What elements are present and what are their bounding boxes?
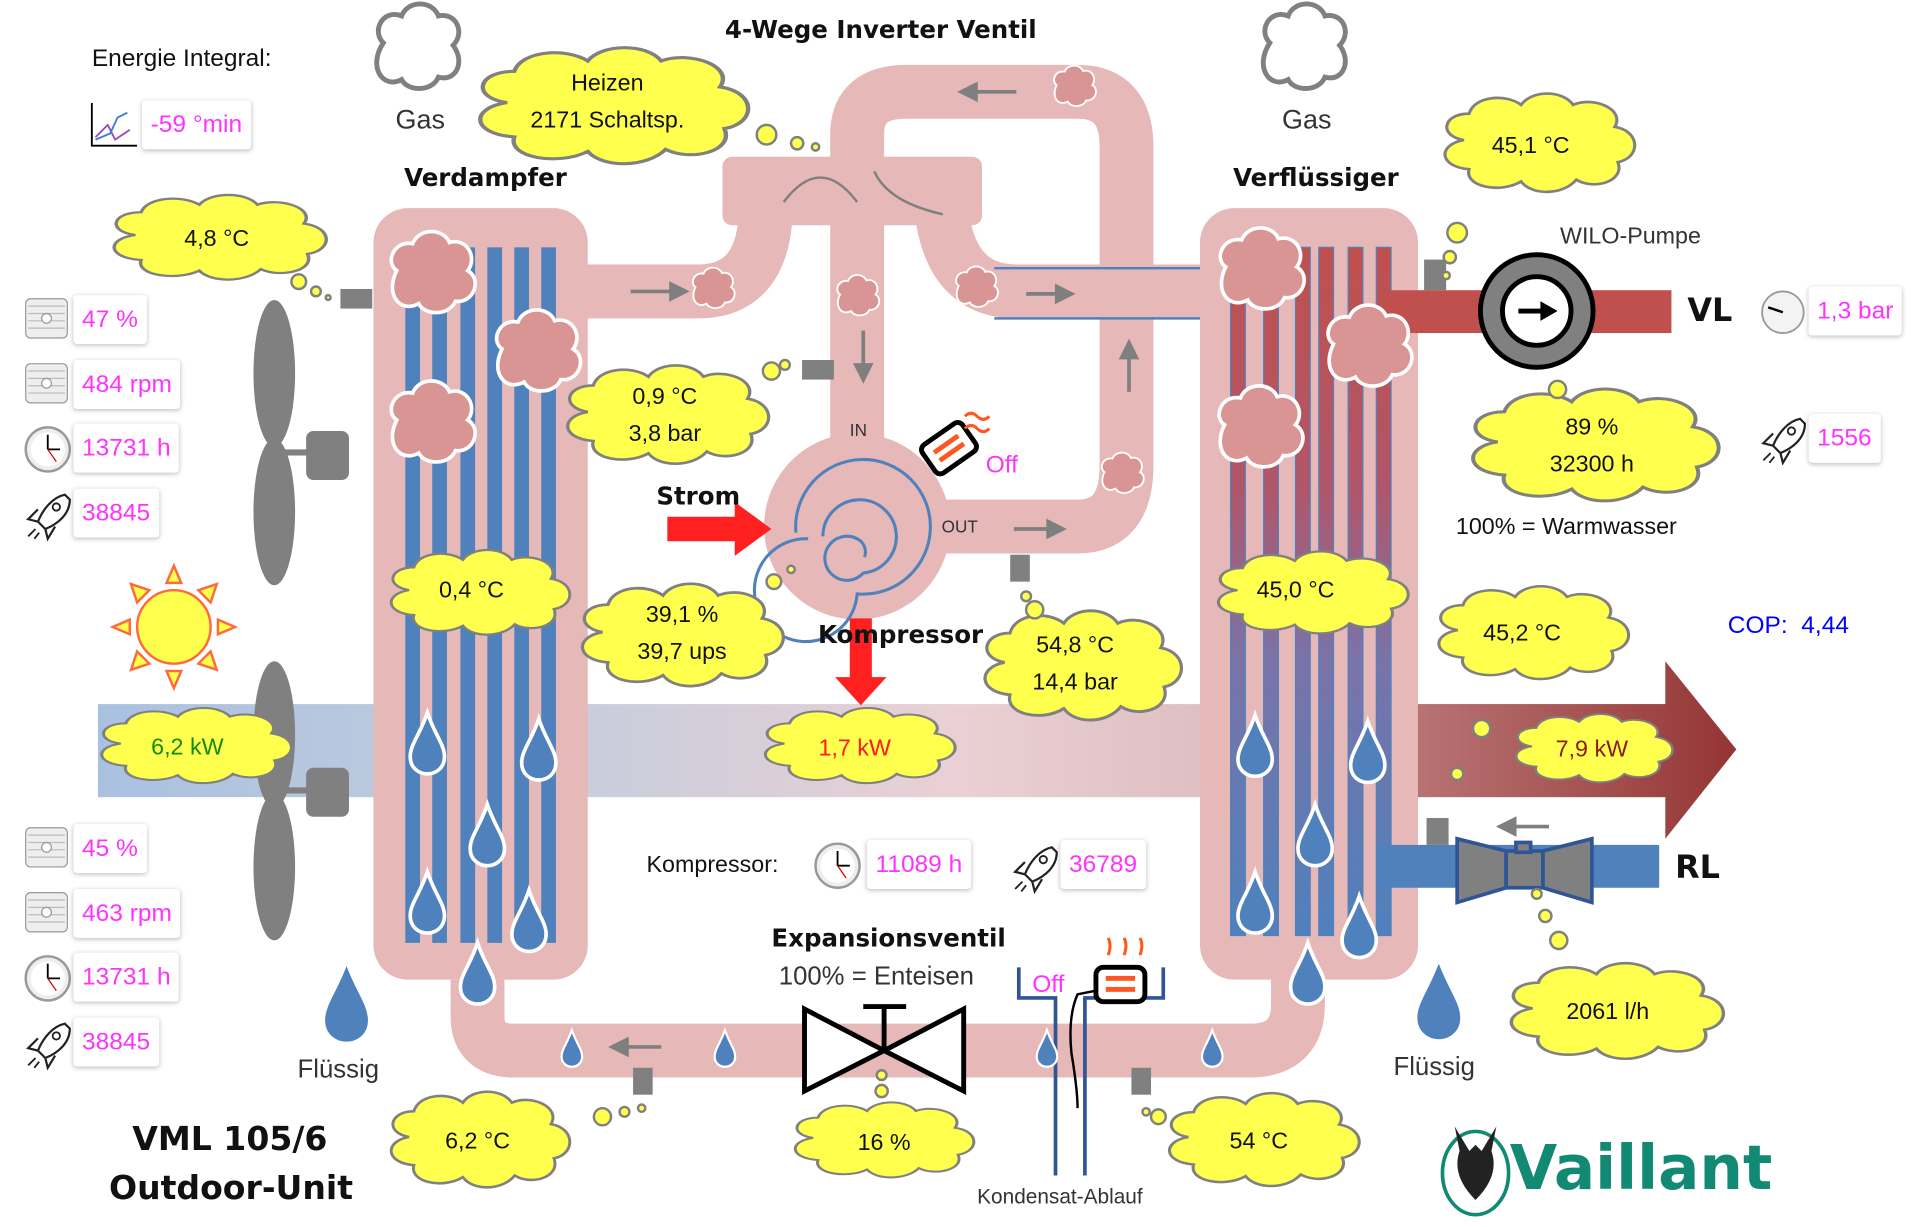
gas-cloud-icon-right bbox=[1263, 4, 1345, 89]
gas-cloud-icon-left bbox=[377, 4, 459, 89]
pump-title: WILO-Pumpe bbox=[1560, 224, 1701, 250]
chart-icon bbox=[90, 102, 138, 147]
energy-integral-value: -59 °min bbox=[142, 100, 251, 150]
cop-display: COP: 4,44 bbox=[1727, 612, 1849, 640]
stat-value: 463 rpm bbox=[73, 888, 181, 938]
condensate-heater-state: Off bbox=[1032, 971, 1065, 998]
pump-note: 100% = Warmwasser bbox=[1455, 514, 1677, 541]
stat-value: 47 % bbox=[73, 295, 147, 345]
wilo-pump-icon bbox=[1477, 252, 1596, 370]
thought-bubbles bbox=[290, 123, 1569, 1127]
condensate-heater-icon bbox=[1093, 937, 1148, 1005]
expansion-valve-opening: 16 % bbox=[857, 1130, 911, 1156]
evaporator-liquid-label: Flüssig bbox=[297, 1055, 380, 1084]
condenser-liquid-temp: 54 °C bbox=[1229, 1128, 1289, 1155]
four-way-valve-body bbox=[722, 156, 983, 226]
condenser-coil-temp: 45,0 °C bbox=[1256, 577, 1335, 604]
power-input-arrow bbox=[667, 502, 772, 556]
stat-value: 38845 bbox=[73, 1016, 159, 1066]
energy-integral-label: Energie Integral: bbox=[91, 45, 272, 73]
compressor-starts: 36789 bbox=[1060, 840, 1146, 889]
evaporator-coil-temp: 0,4 °C bbox=[438, 577, 504, 604]
condenser-liquid-label: Flüssig bbox=[1393, 1053, 1475, 1082]
air-in-temp: 4,8 °C bbox=[184, 226, 250, 253]
stat-value: 484 rpm bbox=[73, 359, 181, 409]
four-way-valve-title: 4-Wege Inverter Ventil bbox=[724, 14, 1037, 45]
compressor-in-label: IN bbox=[849, 420, 867, 440]
temperature-sensors bbox=[340, 259, 1449, 1095]
compressor-heater-icon bbox=[919, 420, 979, 477]
compressor-out-label: OUT bbox=[941, 516, 978, 537]
expansion-liquid-temp: 6,2 °C bbox=[445, 1128, 511, 1155]
compressor-power: 1,7 kW bbox=[818, 735, 891, 762]
compressor-title: Kompressor bbox=[817, 619, 984, 649]
stat-value: 38845 bbox=[73, 487, 159, 537]
unit-type: Outdoor-Unit bbox=[108, 1169, 354, 1208]
expansion-valve-title: Expansionsventil bbox=[771, 923, 1006, 953]
stat-value: 13731 h bbox=[73, 423, 180, 473]
gas-label-right: Gas bbox=[1282, 104, 1332, 135]
condensate-label: Kondensat-Ablauf bbox=[977, 1185, 1143, 1209]
return-line-label: RL bbox=[1675, 849, 1720, 887]
flow-line-temp: 45,1 °C bbox=[1491, 133, 1570, 160]
compressor-heater-state: Off bbox=[985, 451, 1018, 479]
compressor-icon bbox=[752, 433, 951, 644]
pressure-gauge-icon bbox=[1761, 290, 1805, 334]
vaillant-hare-logo bbox=[1440, 1126, 1511, 1217]
power-label: Strom bbox=[656, 481, 741, 511]
pump-starts: 1556 bbox=[1808, 413, 1881, 463]
sun-icon bbox=[109, 562, 239, 692]
vaillant-logo: Vaillant bbox=[1509, 1132, 1773, 1204]
condenser-title: Verflüssiger bbox=[1233, 162, 1399, 193]
fan-icon-bottom bbox=[253, 661, 349, 941]
flow-line-pressure: 1,3 bar bbox=[1808, 286, 1902, 336]
compressor-load-cloud: 39,1 %39,7 ups bbox=[637, 602, 727, 665]
compressor-hours: 11089 h bbox=[866, 840, 971, 889]
power-output-arrow bbox=[835, 618, 887, 706]
compressor-stats-label: Kompressor: bbox=[646, 852, 779, 878]
environment-power: 6,2 kW bbox=[151, 734, 224, 761]
valve-flow-arrow-1 bbox=[782, 176, 859, 203]
valve-flow-arrow-2 bbox=[873, 170, 944, 216]
evaporator-title: Verdampfer bbox=[404, 162, 567, 193]
gas-label-left: Gas bbox=[395, 104, 445, 135]
stat-value: 45 % bbox=[73, 824, 147, 874]
fan-icon-top bbox=[253, 300, 349, 586]
return-line-temp: 45,2 °C bbox=[1483, 620, 1561, 647]
flow-rate: 2061 l/h bbox=[1566, 999, 1650, 1025]
unit-model: VML 105/6 bbox=[132, 1120, 328, 1159]
expansion-valve-icon bbox=[802, 1004, 967, 1096]
flow-meter-icon bbox=[1455, 836, 1594, 905]
heat-output-power: 7,9 kW bbox=[1555, 737, 1629, 763]
stat-value: 13731 h bbox=[73, 952, 180, 1002]
flow-arrows bbox=[608, 81, 1549, 1058]
expansion-valve-note: 100% = Enteisen bbox=[778, 962, 974, 991]
flow-line-label: VL bbox=[1687, 292, 1733, 330]
pump-cloud: 89 %32300 h bbox=[1549, 415, 1634, 478]
